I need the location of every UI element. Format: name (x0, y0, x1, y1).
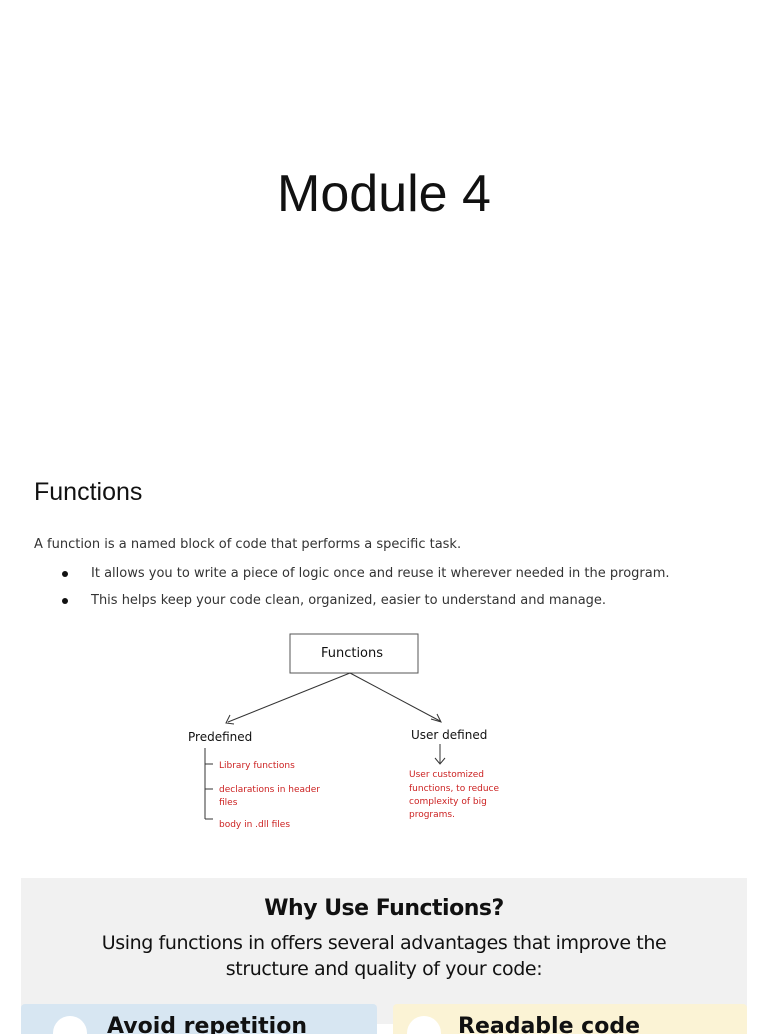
predefined-item: body in .dll files (219, 820, 290, 830)
predefined-item: Library functions (219, 761, 295, 771)
right-connector (349, 672, 441, 722)
why-subtitle: Using functions in offers several advant… (81, 930, 687, 982)
user-defined-label: User defined (411, 728, 487, 742)
user-defined-note: User customized (409, 770, 484, 780)
bullet-dot-icon (62, 598, 68, 604)
left-arrow-icon (225, 714, 235, 725)
root-label: Functions (321, 646, 383, 661)
module-title: Module 4 (277, 165, 491, 223)
card-circle-icon (407, 1016, 441, 1034)
title-slide: Module 4 (0, 0, 768, 420)
card-circle-icon (53, 1016, 87, 1034)
why-use-functions-panel: Why Use Functions? Using functions in of… (21, 878, 747, 1034)
bullet-text: This helps keep your code clean, organiz… (91, 593, 607, 608)
down-arrow-icon (434, 757, 446, 765)
user-defined-note: functions, to reduce (409, 784, 499, 794)
predefined-label: Predefined (188, 730, 252, 744)
user-defined-note: complexity of big (409, 797, 487, 807)
predefined-item: files (219, 798, 238, 808)
user-defined-note: programs. (409, 810, 455, 820)
predefined-item: declarations in header (219, 785, 320, 795)
why-subtitle-line: structure and quality of your code: (225, 958, 543, 980)
list-item: This helps keep your code clean, organiz… (60, 592, 670, 619)
right-arrow-icon (430, 713, 442, 723)
bullet-list: It allows you to write a piece of logic … (60, 565, 670, 619)
root-box (289, 633, 419, 674)
bullet-text: It allows you to write a piece of logic … (91, 566, 670, 581)
bullet-dot-icon (62, 571, 68, 577)
functions-diagram: Functions Predefined User defined Librar… (188, 633, 499, 830)
left-connector (227, 672, 351, 723)
list-item: It allows you to write a piece of logic … (60, 565, 670, 592)
card-label: Avoid repetition (107, 1014, 307, 1034)
intro-paragraph: A function is a named block of code that… (34, 537, 462, 552)
card-avoid-repetition: Avoid repetition (21, 1004, 377, 1034)
why-subtitle-line: Using functions in offers several advant… (101, 932, 667, 954)
card-label: Readable code (458, 1014, 640, 1034)
card-readable-code: Readable code (393, 1004, 747, 1034)
section-heading: Functions (34, 478, 143, 506)
why-title: Why Use Functions? (264, 896, 504, 921)
